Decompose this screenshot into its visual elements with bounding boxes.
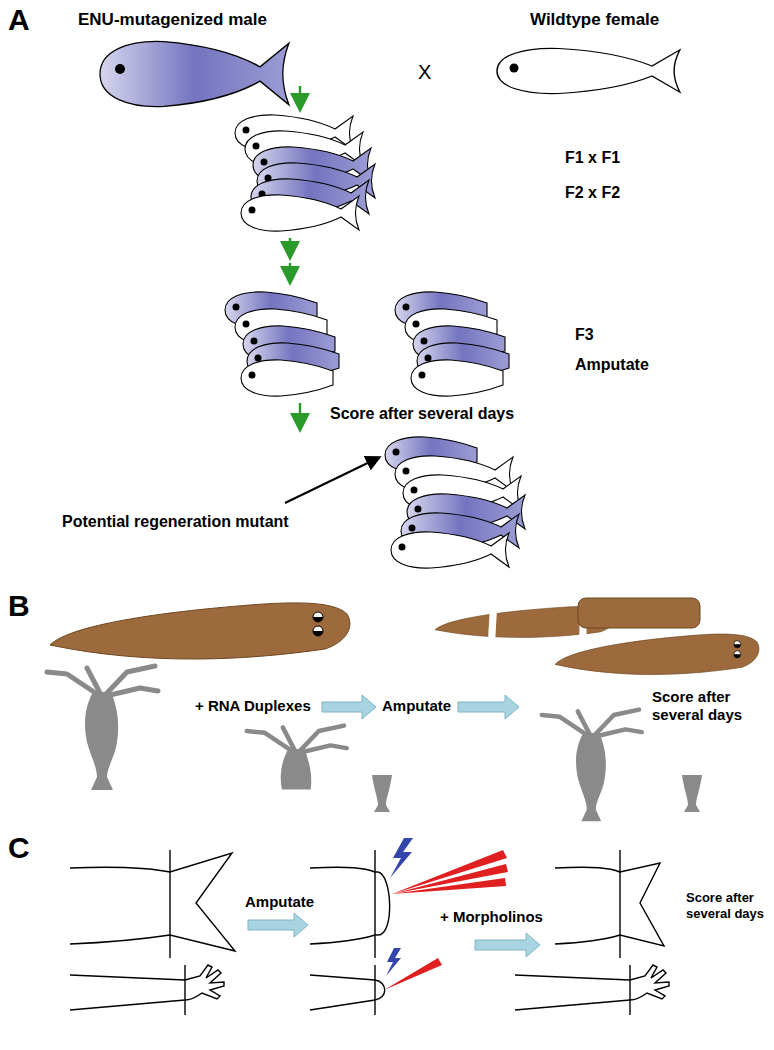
fish <box>411 360 503 396</box>
green-arrows <box>290 86 300 428</box>
fish-female <box>497 48 680 93</box>
parent-label: ENU-mutagenized male <box>78 10 267 30</box>
step-label: Amputate <box>382 697 451 715</box>
panel-letter: B <box>8 588 30 624</box>
step-label: Amputate <box>575 355 649 374</box>
step-label: Amputate <box>245 893 314 911</box>
step-label: + Morpholinos <box>440 908 543 926</box>
step-label: Score after several days <box>330 404 514 423</box>
electroporation-bolt <box>386 838 413 976</box>
panel-letter: C <box>8 830 30 866</box>
fish-stacks <box>225 115 525 568</box>
step-label: Score after several days <box>652 688 767 724</box>
planarians <box>50 598 759 674</box>
fish <box>241 360 333 396</box>
cross-symbol: X <box>418 60 431 84</box>
generation-label: F3 <box>575 325 594 344</box>
hydras <box>47 666 702 821</box>
panel-letter: A <box>8 2 30 38</box>
parent-label: Wildtype female <box>530 10 659 30</box>
fish-male <box>100 41 289 106</box>
pointer-arrow <box>285 458 378 503</box>
generation-label: F1 x F1 <box>565 148 620 167</box>
callout-label: Potential regeneration mutant <box>62 512 289 531</box>
fins-and-limbs <box>70 850 669 1015</box>
fish <box>391 532 509 568</box>
step-label: + RNA Duplexes <box>195 697 311 715</box>
generation-label: F2 x F2 <box>565 183 620 202</box>
fish <box>241 195 359 231</box>
step-label: Score after several days <box>686 890 770 921</box>
